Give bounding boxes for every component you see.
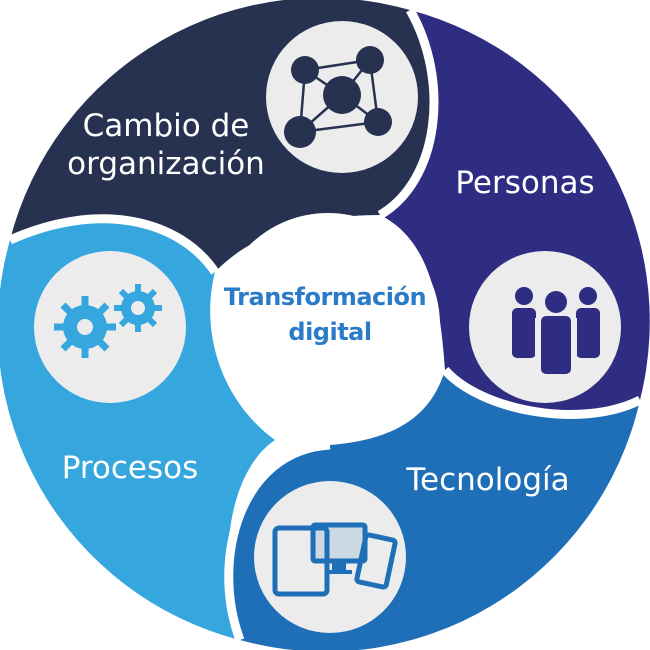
label-tecnologia: Tecnología <box>405 462 569 498</box>
center-title-line2: digital <box>288 318 371 346</box>
label-procesos: Procesos <box>62 450 199 486</box>
segment-dividers <box>8 7 643 642</box>
people-icon <box>469 251 621 403</box>
network-icon <box>266 21 418 173</box>
gears-icon <box>34 251 186 403</box>
devices-icon <box>254 481 406 633</box>
center-title-line1: Transformación <box>224 283 426 311</box>
label-cambio-line2: organización <box>67 146 265 182</box>
label-personas: Personas <box>455 165 594 201</box>
label-cambio-line1: Cambio de <box>83 108 250 144</box>
center-circle <box>216 213 440 437</box>
